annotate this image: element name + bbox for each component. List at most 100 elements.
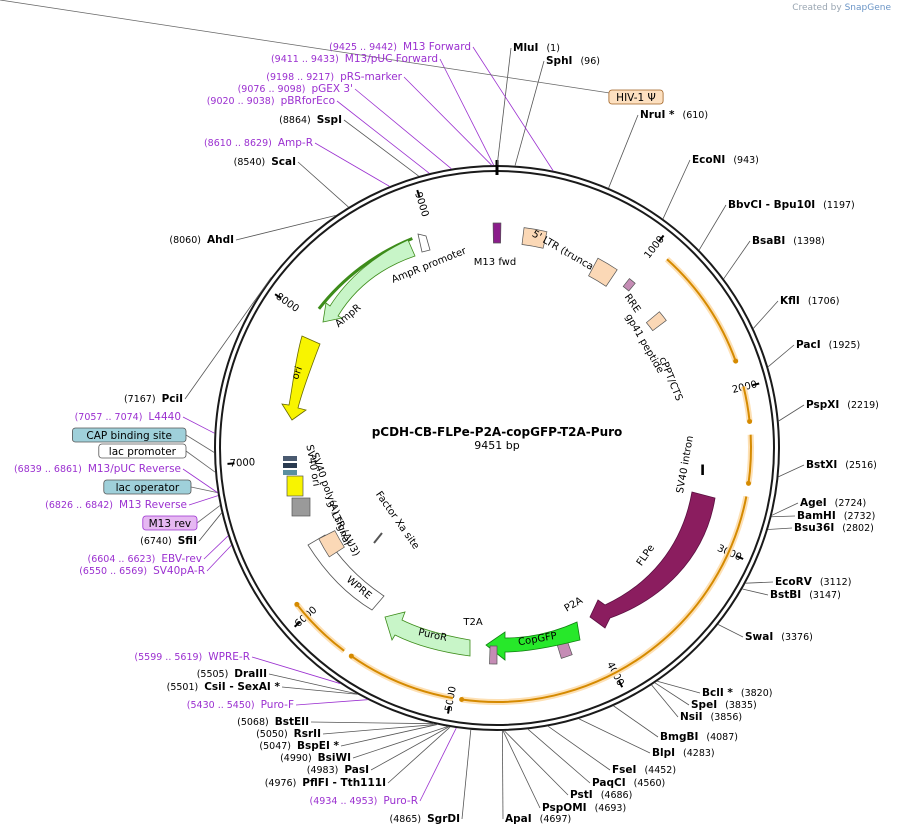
ori-label: ori xyxy=(290,365,305,381)
leader-line xyxy=(496,47,512,166)
site-position: (8540) xyxy=(234,157,266,168)
leader-line xyxy=(268,673,357,695)
leader-line xyxy=(514,60,545,166)
primer-name: SV40pA-R xyxy=(153,565,205,577)
site-position: (5505) xyxy=(197,669,229,680)
site-position: (9198 .. 9217) xyxy=(266,72,334,83)
site-position: (2516) xyxy=(845,460,877,471)
leader-line xyxy=(662,159,691,219)
site-position: (6740) xyxy=(140,536,172,547)
leader-line xyxy=(767,527,793,530)
leader-line xyxy=(527,728,591,784)
site-position: (943) xyxy=(733,155,759,166)
site-position: (3147) xyxy=(809,590,841,601)
enzyme-name: SgrDI xyxy=(427,813,460,825)
primer-name: EBV-rev xyxy=(161,553,202,565)
leader-line xyxy=(654,682,690,706)
sv40-mark xyxy=(283,470,297,475)
enzyme-name: BspEI * xyxy=(297,740,340,752)
enzyme-name: PaqCI xyxy=(592,777,626,789)
enzyme-name: Bsu36I xyxy=(794,522,834,534)
feature-arc-head xyxy=(459,697,465,703)
enzyme-name: SfiI xyxy=(178,535,197,547)
site-position: (1706) xyxy=(808,296,840,307)
primer-name: WPRE-R xyxy=(208,651,250,663)
feature-box xyxy=(608,89,664,105)
leader-line xyxy=(295,699,368,706)
enzyme-name: EcoRV xyxy=(775,576,813,588)
sv40-polya-feature xyxy=(286,475,304,497)
feature-arc-head xyxy=(733,358,739,364)
leader-line xyxy=(281,686,358,695)
site-position: (8610 .. 8629) xyxy=(204,138,272,149)
enzyme-name: BsaBI xyxy=(752,235,785,247)
site-position: (4693) xyxy=(595,803,627,814)
leader-line xyxy=(778,464,805,478)
plasmid-size: 9451 bp xyxy=(474,439,519,452)
site-position: (2724) xyxy=(835,498,867,509)
site-position: (7167) xyxy=(124,394,156,405)
enzyme-name: BbvCI - Bpu10I xyxy=(728,199,815,211)
enzyme-name: ApaI xyxy=(505,813,532,825)
site-position: (5501) xyxy=(167,682,199,693)
site-position: (4976) xyxy=(265,778,297,789)
leader-line xyxy=(297,161,349,208)
leader-line xyxy=(185,450,216,473)
site-position: (3820) xyxy=(741,688,773,699)
site-position: (1925) xyxy=(829,340,861,351)
grey-feature xyxy=(291,497,311,517)
cppt-label: cPPT/CTS xyxy=(657,355,685,402)
leader-line xyxy=(461,729,472,820)
feature-arc xyxy=(461,496,748,703)
leader-line xyxy=(354,88,452,170)
enzyme-name: CsiI - SexAI * xyxy=(204,681,280,693)
enzyme-name: BstXI xyxy=(806,459,837,471)
primer-name: L4440 xyxy=(148,411,181,423)
leader-line xyxy=(340,724,438,747)
leader-line xyxy=(0,0,637,98)
site-position: (4934 .. 4953) xyxy=(310,796,378,807)
site-position: (4283) xyxy=(683,748,715,759)
feature-arc xyxy=(350,655,454,700)
flpe-arrow xyxy=(589,491,716,629)
site-leaders xyxy=(0,0,805,820)
leader-line xyxy=(771,502,799,516)
leader-line xyxy=(343,119,419,177)
site-position: (6839 .. 6861) xyxy=(14,464,82,475)
leader-line xyxy=(419,727,457,802)
enzyme-name: BamHI xyxy=(797,510,836,522)
enzyme-name: BsiWI xyxy=(318,752,351,764)
leader-line xyxy=(190,486,218,494)
primer-name: M13/pUC Reverse xyxy=(88,463,181,475)
tick-mark xyxy=(447,706,451,714)
site-position: (3376) xyxy=(781,632,813,643)
site-position: (3112) xyxy=(820,577,852,588)
site-position: (1197) xyxy=(823,200,855,211)
plasmid-name: pCDH-CB-FLPe-P2A-copGFP-T2A-Puro xyxy=(372,425,623,439)
site-position: (6604 .. 6623) xyxy=(88,554,156,565)
site-position: (1) xyxy=(546,43,559,54)
feature-box xyxy=(72,427,187,443)
t2a-label: T2A xyxy=(462,617,482,628)
rre-feature xyxy=(588,257,618,287)
site-position: (9411 .. 9433) xyxy=(271,54,339,65)
primer-name: pBRforEco xyxy=(281,95,335,107)
ltr5-feature xyxy=(521,227,548,249)
enzyme-name: BmgBI xyxy=(660,731,698,743)
site-position: (5430 .. 5450) xyxy=(187,700,255,711)
leader-line xyxy=(745,581,774,584)
credit-text: Created by xyxy=(792,3,842,13)
primer-name: M13 Reverse xyxy=(119,499,187,511)
enzyme-name: PasI xyxy=(344,764,369,776)
site-position: (5050) xyxy=(256,729,288,740)
primer-name: pRS-marker xyxy=(340,71,403,83)
site-position: (4560) xyxy=(634,778,666,789)
site-position: (4990) xyxy=(280,753,312,764)
leader-line xyxy=(651,684,679,718)
site-position: (9076 .. 9098) xyxy=(238,84,306,95)
tick-mark xyxy=(416,189,421,198)
leader-line xyxy=(188,495,219,506)
enzyme-name: AgeI xyxy=(800,497,827,509)
tick-label: 8000 xyxy=(274,291,301,315)
snapgene-credit: Created by SnapGene xyxy=(792,3,891,13)
